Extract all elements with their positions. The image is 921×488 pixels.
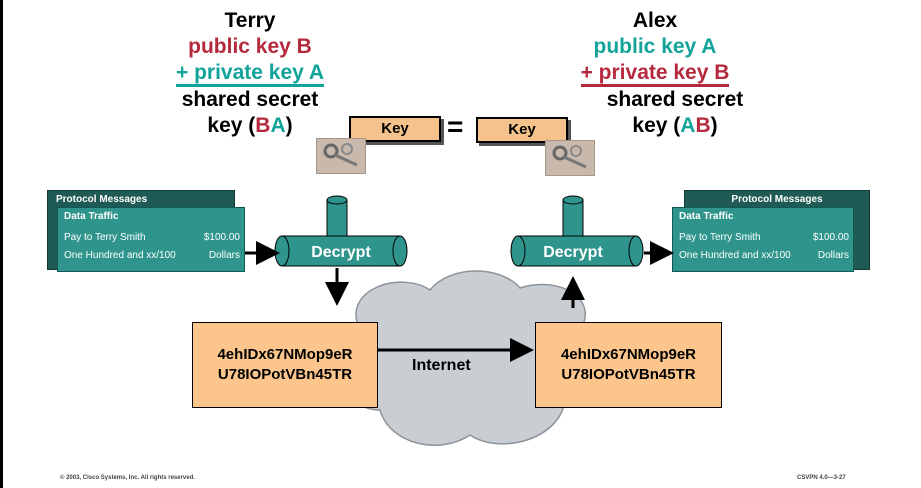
ciphertext-box-left: 4ehIDx67NMop9eR U78IOPotVBn45TR xyxy=(192,322,378,408)
alex-public-key: public key A xyxy=(593,35,717,58)
alex-key-info: Alex public key A + private key B shared… xyxy=(555,8,755,139)
alex-private-key: + private key B xyxy=(580,62,730,87)
equals-sign: = xyxy=(447,111,464,142)
alex-shared-key: key (AB) xyxy=(632,114,718,137)
data-traffic-title-left: Data Traffic xyxy=(64,211,119,222)
payment-row-right: Pay to Terry Smith$100.00 xyxy=(679,232,849,243)
payment-row-left: Pay to Terry Smith$100.00 xyxy=(64,232,240,243)
protocol-messages-title-left: Protocol Messages xyxy=(56,194,148,205)
alex-key-box: Key xyxy=(476,117,568,143)
decrypt-pipe-left xyxy=(274,195,408,267)
decrypt-label-right: Decrypt xyxy=(543,244,603,261)
terry-shared-secret: shared secret xyxy=(181,88,319,111)
terry-shared-key: key (BA) xyxy=(207,114,293,137)
terry-key-info: Terry public key B + private key A share… xyxy=(150,8,350,139)
protocol-messages-title-right: Protocol Messages xyxy=(731,194,823,205)
alex-name: Alex xyxy=(632,9,678,32)
course-code: CSVPN 4.0—3-27 xyxy=(797,475,846,481)
ciphertext-box-right: 4ehIDx67NMop9eR U78IOPotVBn45TR xyxy=(535,322,722,408)
alex-shared-secret: shared secret xyxy=(606,88,744,111)
data-traffic-card-right: Data Traffic Pay to Terry Smith$100.00 O… xyxy=(672,207,854,272)
decrypt-pipe-right xyxy=(510,195,644,267)
slide-border xyxy=(0,0,3,488)
data-traffic-title-right: Data Traffic xyxy=(679,211,734,222)
terry-public-key: public key B xyxy=(188,35,312,58)
terry-key-box: Key xyxy=(349,116,441,142)
copyright: © 2003, Cisco Systems, Inc. All rights r… xyxy=(60,475,195,481)
terry-private-key: + private key A xyxy=(175,62,325,87)
terry-name: Terry xyxy=(224,9,276,32)
keys-image-left xyxy=(316,138,366,174)
keys-image-right xyxy=(545,140,595,176)
internet-label: Internet xyxy=(412,357,471,374)
decrypt-label-left: Decrypt xyxy=(311,244,371,261)
data-traffic-card-left: Data Traffic Pay to Terry Smith$100.00 O… xyxy=(57,207,245,272)
